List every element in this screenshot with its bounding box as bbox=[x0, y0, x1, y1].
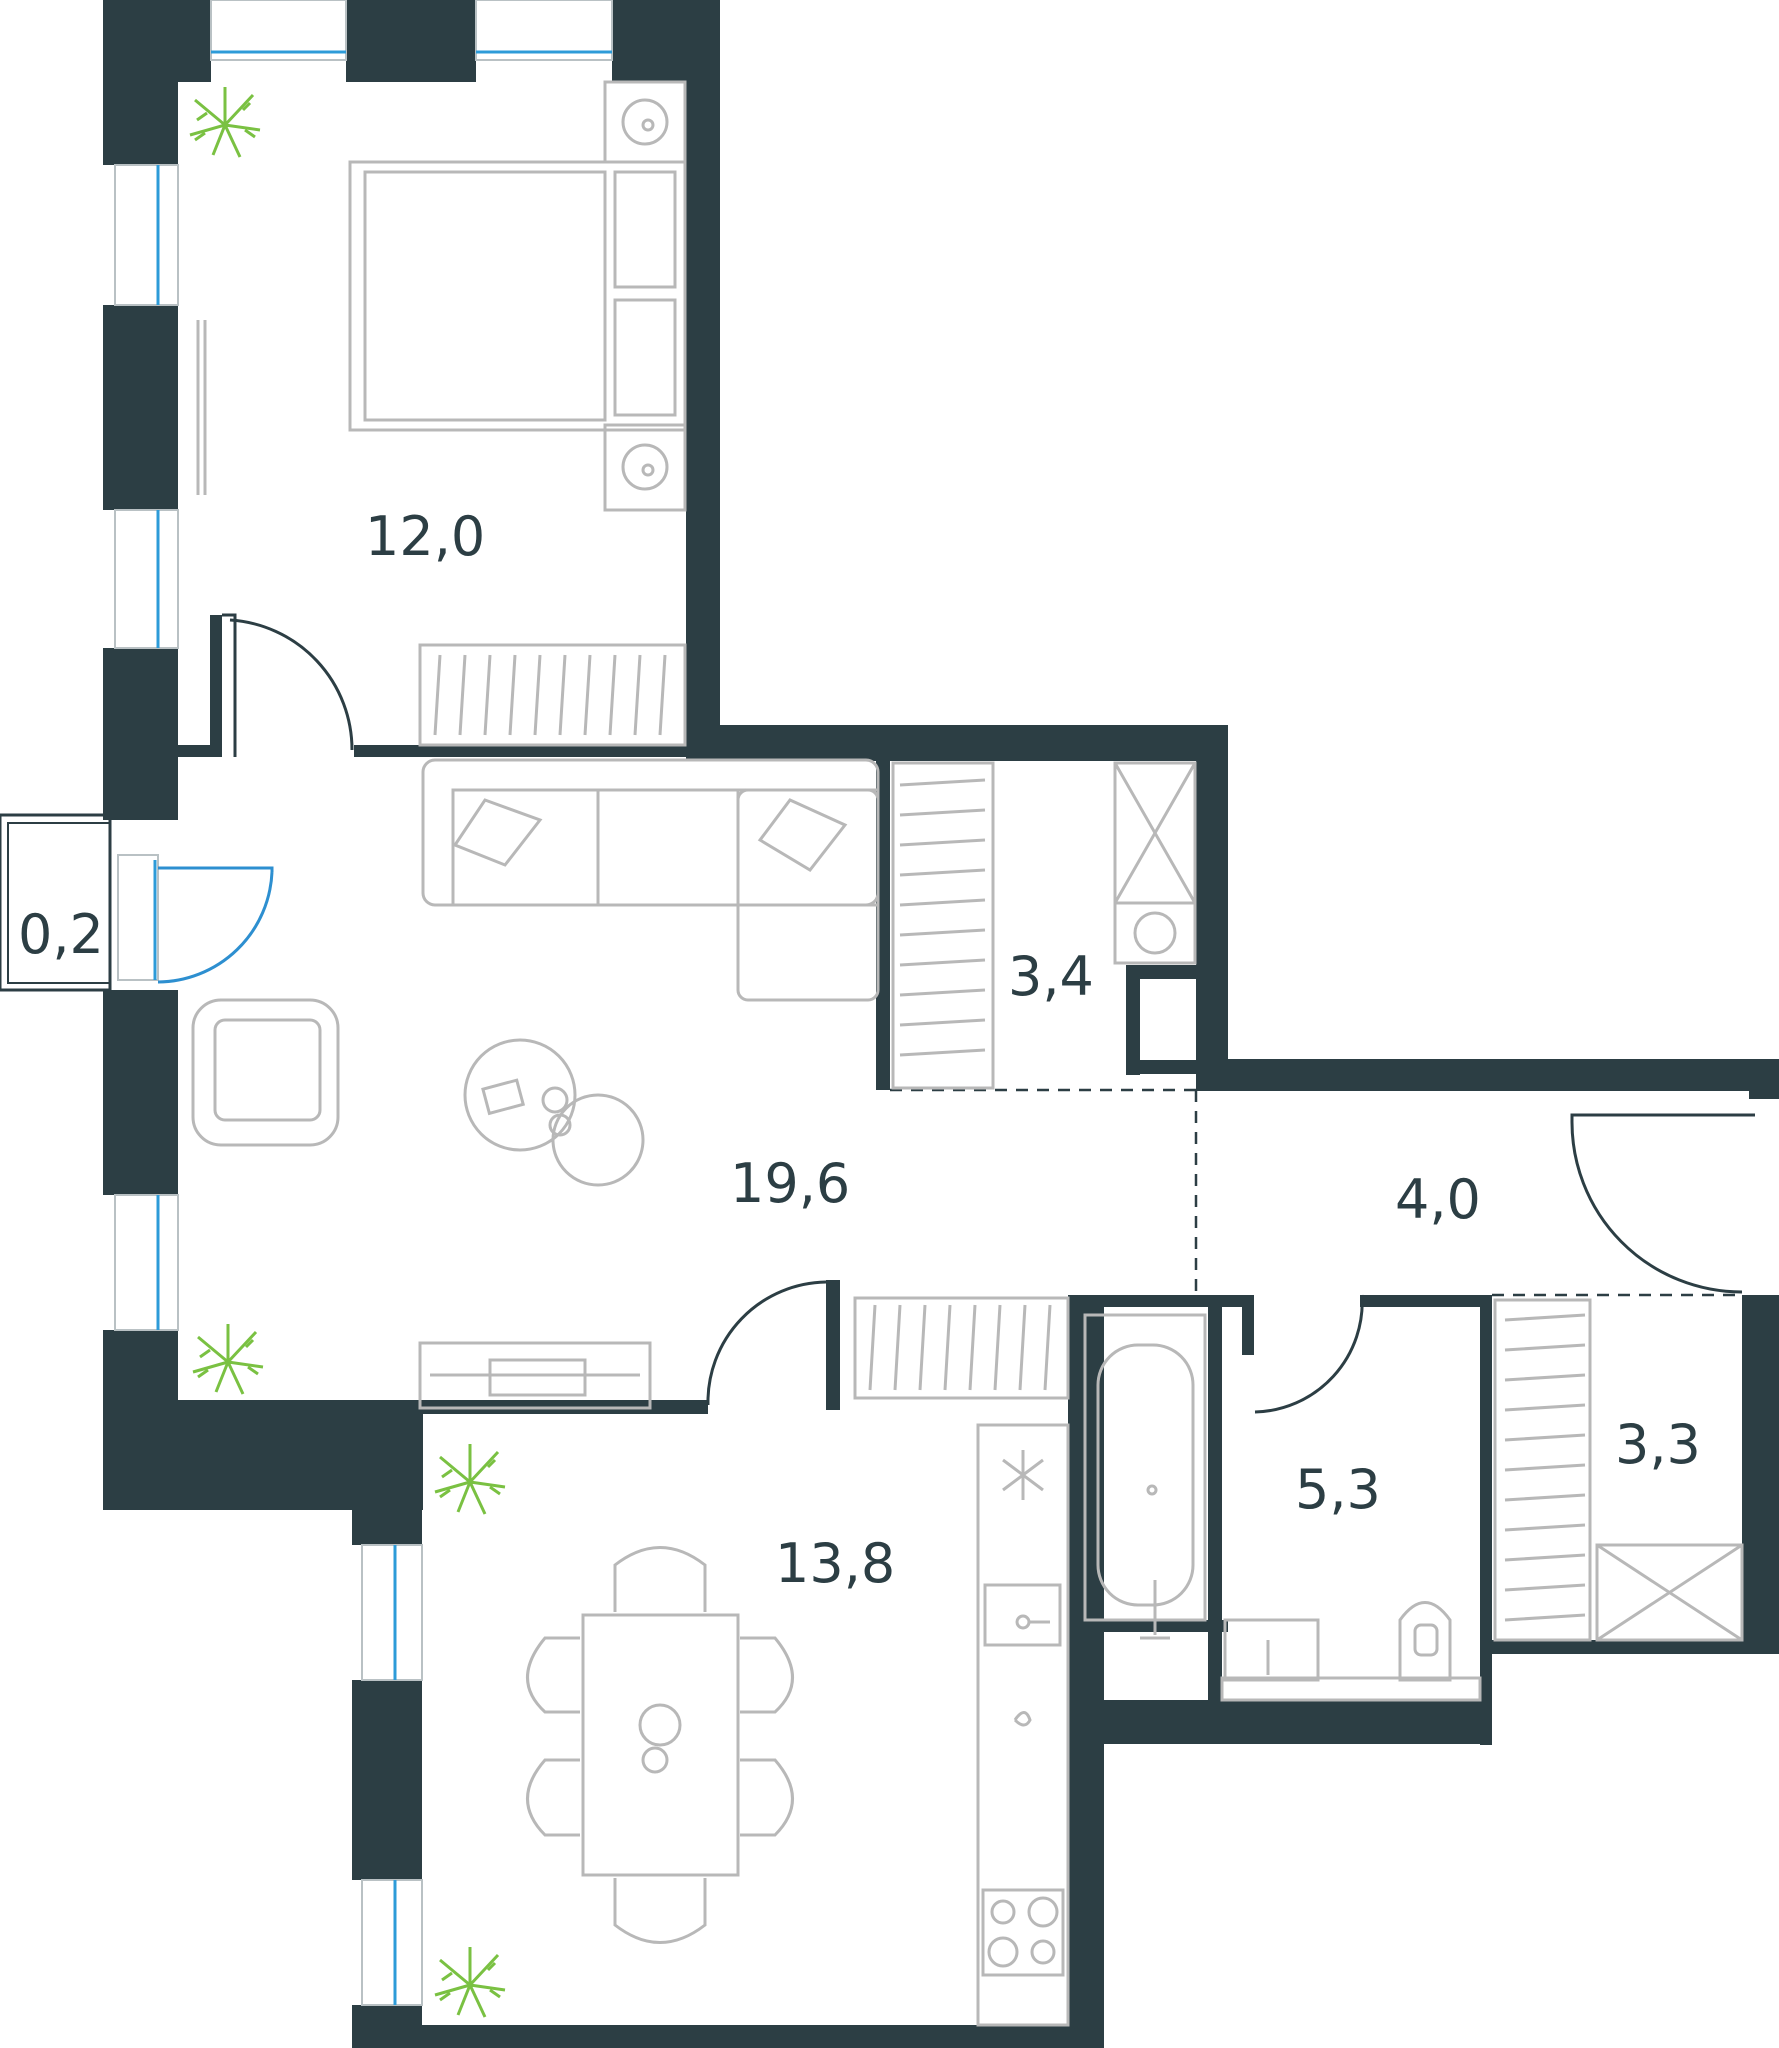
stove-icon bbox=[981, 1888, 1065, 1977]
area-label-storage: 3,4 bbox=[1008, 945, 1094, 1008]
area-label-bathroom: 5,3 bbox=[1295, 1458, 1381, 1521]
kitchen-furniture bbox=[526, 1423, 1070, 2027]
living-furniture bbox=[191, 758, 1070, 1410]
sink-icon bbox=[983, 1583, 1062, 1647]
plant-icon bbox=[434, 1444, 506, 1515]
bedroom-furniture bbox=[196, 80, 687, 747]
windows bbox=[114, 0, 613, 2006]
plant-icon bbox=[189, 87, 261, 158]
plants bbox=[189, 87, 506, 2018]
washer-icon bbox=[1133, 911, 1177, 955]
area-label-kitchen: 13,8 bbox=[775, 1532, 895, 1595]
plant-icon bbox=[192, 1324, 264, 1395]
bathroom-furniture bbox=[1083, 1313, 1482, 1702]
area-label-wardrobe: 3,3 bbox=[1615, 1413, 1701, 1476]
doors bbox=[157, 613, 1755, 1414]
area-label-balcony: 0,2 bbox=[18, 903, 104, 966]
area-label-living: 19,6 bbox=[730, 1152, 850, 1215]
plant-icon bbox=[434, 1947, 506, 2018]
zone-dividers bbox=[890, 1088, 1742, 1297]
area-label-hall: 4,0 bbox=[1395, 1168, 1481, 1231]
area-labels: 12,0 0,2 19,6 3,4 4,0 13,8 5,3 3,3 bbox=[18, 505, 1701, 1595]
storage-furniture bbox=[891, 761, 1197, 1090]
area-label-bedroom: 12,0 bbox=[365, 505, 485, 568]
bathtub-icon bbox=[1083, 1313, 1207, 1622]
toilet-icon bbox=[1398, 1601, 1452, 1682]
wardrobe-furniture bbox=[1493, 1298, 1744, 1642]
